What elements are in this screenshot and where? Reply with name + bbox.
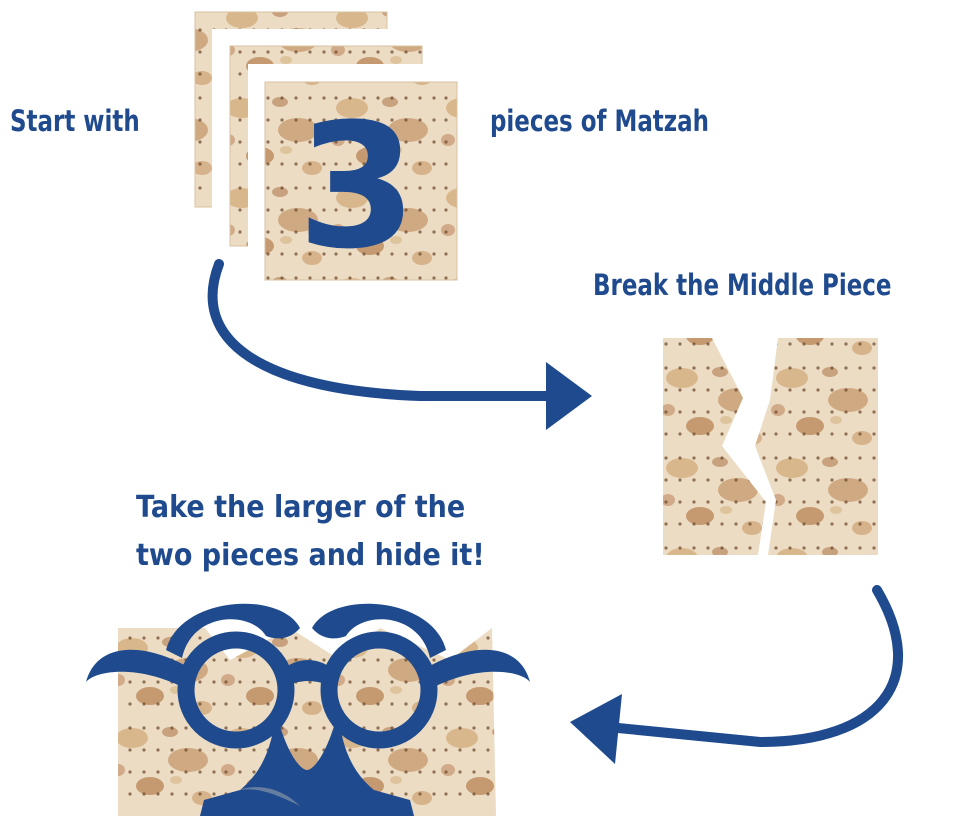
broken-matzah-left-half (663, 338, 766, 555)
start-label: Start with (10, 104, 140, 138)
hide-instruction-line-1: Take the larger of the (136, 490, 466, 525)
matzah-stack: 3 (194, 11, 458, 287)
hide-instruction: Take the larger of the two pieces and hi… (136, 484, 485, 580)
hide-instruction-line-2: two pieces and hide it! (136, 538, 485, 573)
arrow-to-hide (570, 585, 904, 764)
count-numeral: 3 (297, 86, 417, 287)
arrow-head-icon (570, 694, 622, 764)
arrow-head-icon (546, 362, 592, 430)
break-label: Break the Middle Piece (593, 268, 892, 302)
hidden-matzah (86, 603, 530, 816)
glasses-disguise-icon (86, 603, 530, 816)
broken-matzah-right-half (755, 338, 878, 555)
broken-matzah (663, 338, 878, 555)
matzah-piece-front (265, 82, 457, 280)
pieces-label: pieces of Matzah (490, 104, 709, 138)
arrow-to-break (207, 259, 592, 430)
hidden-matzah-piece (118, 628, 496, 816)
